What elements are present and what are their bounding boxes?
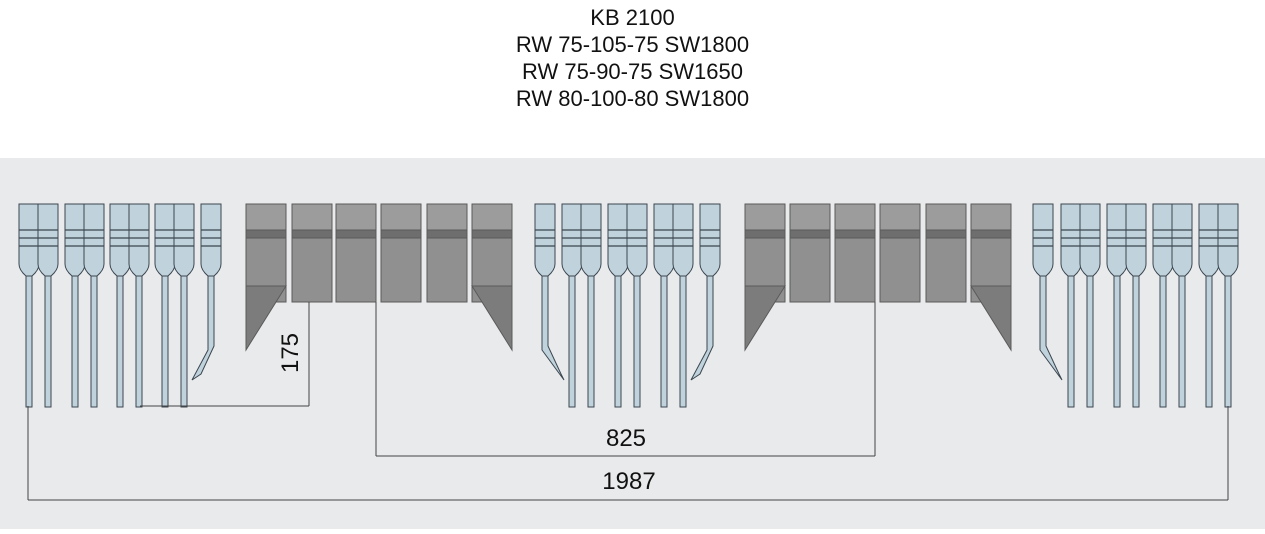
left-press-wheel-3 <box>335 203 377 303</box>
center-tine-group-tine-2 <box>561 203 583 408</box>
center-tine-group-tine-6 <box>653 203 675 408</box>
center-tine-group-tine-7 <box>672 203 694 408</box>
left-outer-tine-group-tine-1 <box>18 203 40 408</box>
machine-parts <box>18 203 1239 408</box>
dimension-lines: 175 825 1987 <box>27 302 1229 501</box>
left-press-wheel-2 <box>291 203 333 303</box>
right-outer-tine-group-tine-9 <box>1217 203 1239 408</box>
left-outer-tine-group-tine-8 <box>173 203 195 408</box>
left-outer-tine-group-tine-6 <box>128 203 150 408</box>
left-press-wheel-5 <box>426 203 468 303</box>
title-block: KB 2100 RW 75-105-75 SW1800 RW 75-90-75 … <box>0 0 1265 158</box>
right-outer-tine-group-tine-6 <box>1152 203 1174 408</box>
right-press-wheel-4 <box>879 203 921 303</box>
right-outer-tine-group-tine-2 <box>1060 203 1082 408</box>
left-outer-tine-group-tine-4 <box>83 203 105 408</box>
left-outer-tine-group-tine-2 <box>37 203 59 408</box>
seeder-layout-drawing: 175 825 1987 <box>0 158 1265 529</box>
right-press-wheel-6 <box>970 203 1012 352</box>
right-press-wheel-3 <box>834 203 876 303</box>
right-press-wheel-5 <box>925 203 967 303</box>
right-outer-tine-group-tine-7 <box>1171 203 1193 408</box>
center-tine-group-tine-4 <box>607 203 629 408</box>
center-tine-group-tine-1 <box>534 203 565 381</box>
right-outer-tine-group-tine-5 <box>1125 203 1147 408</box>
right-outer-tine-group-tine-1 <box>1032 203 1063 381</box>
left-outer-tine-group-tine-9 <box>191 203 222 381</box>
left-press-wheel-6 <box>471 203 513 352</box>
center-tine-group-tine-8 <box>690 203 721 381</box>
left-outer-tine-group-tine-3 <box>64 203 86 408</box>
right-outer-tine-group-tine-3 <box>1079 203 1101 408</box>
left-outer-tine-group-tine-5 <box>109 203 131 408</box>
dim-1987-label: 1987 <box>602 468 655 495</box>
row-spacing-2: RW 75-90-75 SW1650 <box>522 59 743 84</box>
row-spacing-1: RW 75-105-75 SW1800 <box>515 32 750 57</box>
drawing-area: 175 825 1987 <box>0 158 1265 529</box>
dim-825-label: 825 <box>606 425 646 452</box>
center-tine-group-tine-5 <box>626 203 648 408</box>
left-outer-tine-group-tine-7 <box>154 203 176 408</box>
dim-175-label: 175 <box>277 333 304 373</box>
row-spacing-3: RW 80-100-80 SW1800 <box>515 86 750 111</box>
right-outer-tine-group-tine-8 <box>1198 203 1220 408</box>
right-press-wheel-1 <box>744 203 786 352</box>
left-press-wheel-4 <box>380 203 422 303</box>
left-press-wheel-1 <box>245 203 287 352</box>
model-label: KB 2100 <box>590 5 675 30</box>
center-tine-group-tine-3 <box>580 203 602 408</box>
right-press-wheel-2 <box>789 203 831 303</box>
